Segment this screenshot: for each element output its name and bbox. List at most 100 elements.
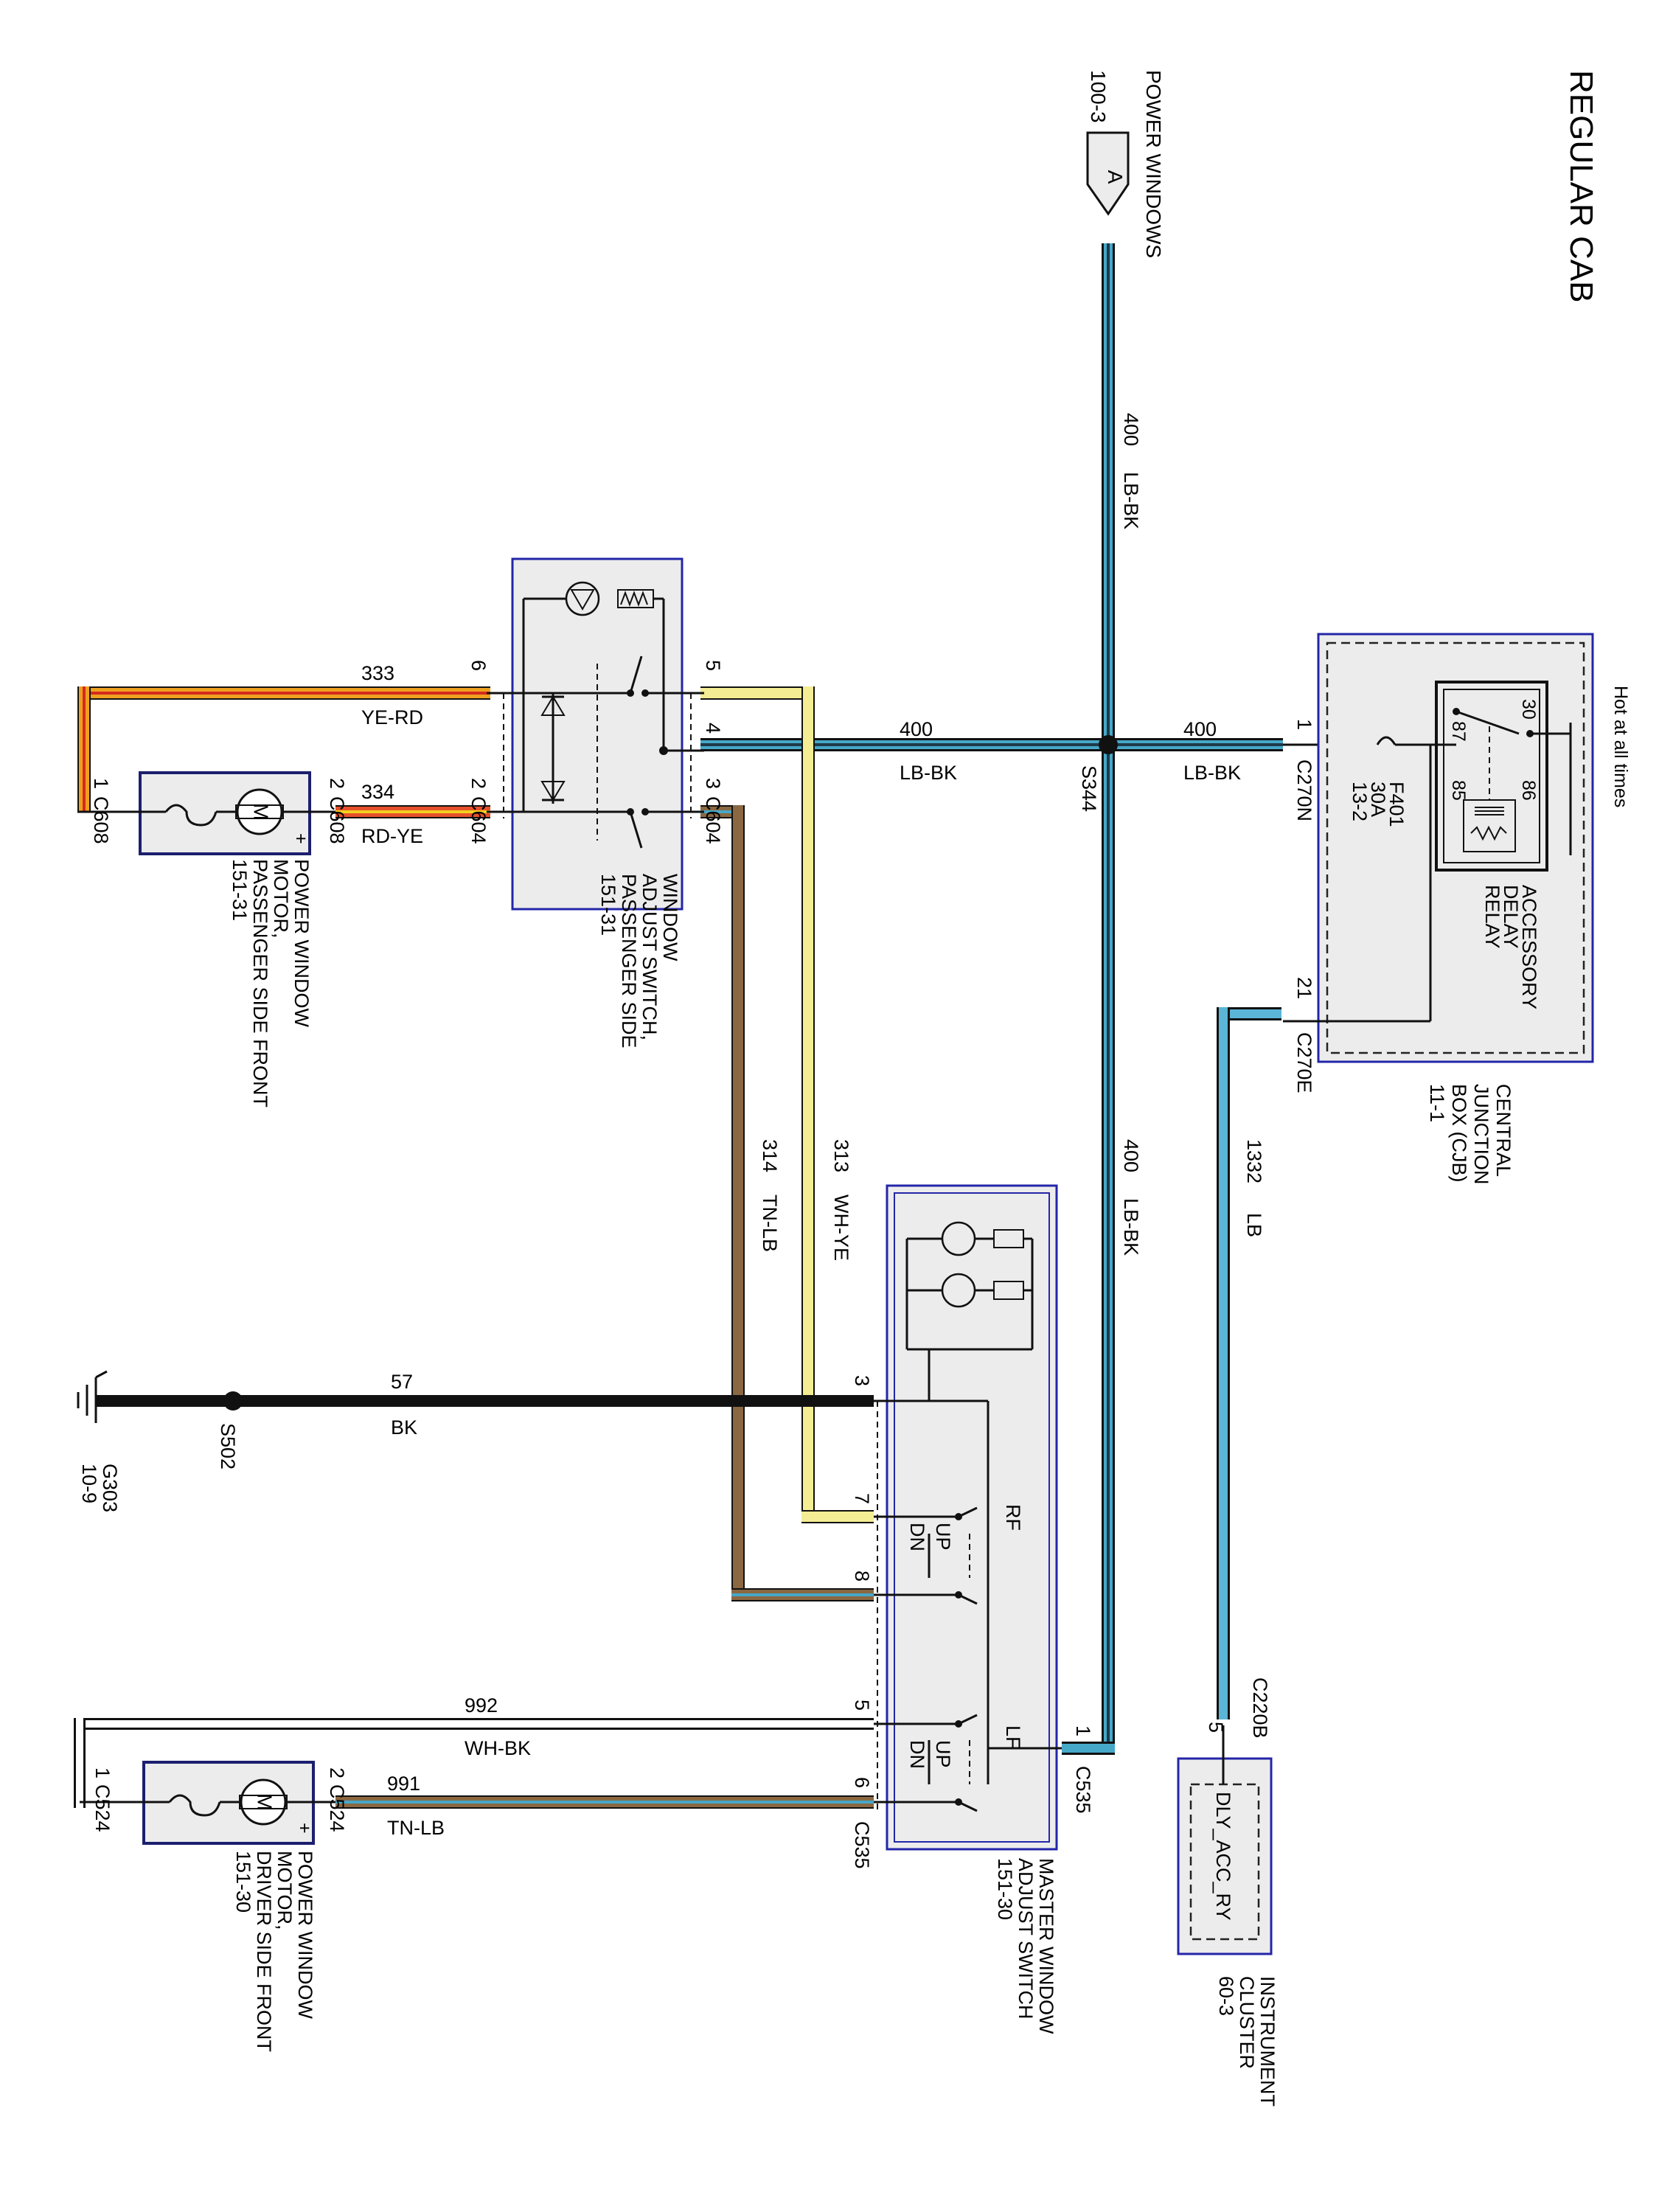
c400-top-color: LB-BK	[1120, 472, 1142, 529]
wire-400-trunk	[1102, 243, 1115, 1749]
pass-motor-line1: POWER WINDOW	[291, 859, 313, 1027]
ground-line2: 10-9	[78, 1464, 100, 1503]
driver-motor-line4: 151-30	[232, 1851, 254, 1913]
ground-line1: G303	[99, 1464, 121, 1512]
lf-up: UP	[932, 1740, 954, 1768]
c334-num: 334	[361, 781, 394, 803]
rf-dn: DN	[906, 1523, 928, 1551]
master-c535-right: C535	[1072, 1766, 1094, 1814]
fuse-line1: F401	[1385, 782, 1408, 827]
c333-num: 333	[361, 662, 394, 684]
splice-s502-dot	[223, 1391, 243, 1411]
pass-motor-pin1: 1	[90, 778, 112, 789]
pass-switch-line2: ADJUST SWITCH,	[639, 874, 661, 1040]
ground-symbol	[77, 1370, 108, 1423]
c333-color: YE-RD	[361, 706, 423, 728]
relay-line3: RELAY	[1481, 885, 1503, 949]
pass-motor-line2: MOTOR,	[270, 859, 292, 939]
rf-up: UP	[932, 1523, 954, 1551]
master-switch-box	[874, 1184, 1062, 1851]
cjb-line1: CENTRAL	[1492, 1084, 1514, 1177]
pass-motor-pin2: 2	[326, 778, 348, 789]
pass-c604-right: C604	[702, 796, 724, 844]
c991-num: 991	[387, 1773, 420, 1795]
lf-dn: DN	[906, 1740, 928, 1769]
fuse-line2: 30A	[1367, 782, 1389, 817]
c220b-label: C220B	[1249, 1677, 1271, 1739]
c270n-label: C270N	[1293, 759, 1315, 821]
master-pin6: 6	[851, 1777, 873, 1788]
c991-color: TN-LB	[387, 1817, 445, 1839]
cjb-line2: JUNCTION	[1470, 1084, 1492, 1185]
passenger-motor-box: M +	[77, 771, 335, 855]
c313-num: 313	[830, 1139, 852, 1172]
power-windows-ref: 100-3	[1087, 70, 1110, 123]
c270e-pin: 21	[1293, 977, 1315, 999]
relay-pin-86: 86	[1518, 780, 1539, 801]
relay-pin-87: 87	[1448, 721, 1469, 742]
relay-line1: ACCESSORY	[1518, 885, 1540, 1009]
inst-cluster-line2: CLUSTER	[1236, 1976, 1258, 2069]
c334-color: RD-YE	[361, 825, 423, 847]
wire-334	[335, 805, 490, 818]
pass-c608-right: C608	[326, 796, 348, 844]
splice-s344-dot	[1099, 735, 1118, 754]
wire-400-horizontal	[700, 738, 1283, 751]
cjb-box	[1283, 633, 1594, 1063]
power-windows-label: POWER WINDOWS	[1142, 70, 1165, 258]
rf-label: RF	[1002, 1504, 1024, 1531]
wire-313	[700, 686, 874, 1523]
c314-num: 314	[759, 1139, 781, 1172]
relay-pin-85: 85	[1448, 780, 1469, 801]
motor-symbol-driver: M	[254, 1793, 276, 1810]
pass-switch-pin6: 6	[467, 660, 490, 671]
driver-motor-pin1: 1	[91, 1767, 114, 1778]
c220b-pin: 5	[1205, 1722, 1227, 1733]
master-switch-line3: 151-30	[994, 1858, 1016, 1920]
plus-driver: +	[294, 1823, 315, 1834]
wire-333	[77, 686, 490, 812]
c400-top-num: 400	[1120, 413, 1142, 446]
c400-right-color: LB-BK	[1183, 762, 1241, 784]
pass-switch-pin2: 2	[467, 778, 490, 789]
connector-a-label: A	[1104, 170, 1127, 184]
c270n-pin: 1	[1293, 719, 1315, 730]
c270e-label: C270E	[1293, 1032, 1315, 1093]
pass-motor-line3: PASSENGER SIDE FRONT	[249, 859, 271, 1107]
driver-motor-line3: DRIVER SIDE FRONT	[253, 1851, 275, 2052]
wire-992	[74, 1718, 874, 1808]
s502-label: S502	[217, 1423, 239, 1470]
pass-switch-line3: PASSENGER SIDE	[618, 874, 640, 1048]
pass-switch-pin3: 3	[702, 778, 724, 789]
driver-motor-pin2: 2	[326, 1767, 348, 1778]
wire-1332	[1217, 1007, 1281, 1719]
hot-at-all-times: Hot at all times	[1610, 686, 1631, 807]
c57-color: BK	[391, 1416, 417, 1439]
wire-400-to-c535	[1062, 1742, 1115, 1755]
master-pin1: 1	[1072, 1725, 1094, 1736]
pass-switch-pin5: 5	[702, 660, 724, 671]
cjb-line4: 11-1	[1426, 1084, 1448, 1122]
relay-line2: DELAY	[1500, 885, 1522, 949]
wire-57	[96, 1395, 874, 1407]
driver-motor-line2: MOTOR,	[274, 1851, 296, 1930]
instrument-cluster-box	[1177, 1725, 1273, 1955]
c400-right-num: 400	[1183, 718, 1217, 740]
c992-color: WH-BK	[465, 1737, 531, 1759]
driver-motor-line1: POWER WINDOW	[294, 1851, 316, 2019]
c1332-num: 1332	[1243, 1139, 1265, 1183]
c992-num: 992	[465, 1694, 498, 1717]
master-pin5: 5	[851, 1700, 873, 1711]
pass-switch-line1: WINDOW	[659, 874, 681, 961]
passenger-switch-box	[487, 557, 704, 911]
master-pin8: 8	[851, 1571, 873, 1582]
driver-c524-left: C524	[91, 1784, 114, 1832]
master-pin7: 7	[851, 1493, 873, 1504]
fuse-line3: 13-2	[1349, 782, 1371, 821]
c314-color: TN-LB	[759, 1194, 781, 1252]
pass-c604-left: C604	[467, 796, 490, 844]
relay-pin-30: 30	[1518, 699, 1539, 720]
dly-acc-ry: DLY_ACC_RY	[1212, 1792, 1234, 1921]
master-switch-line1: MASTER WINDOW	[1035, 1858, 1057, 2034]
pass-switch-pin4: 4	[702, 723, 724, 734]
